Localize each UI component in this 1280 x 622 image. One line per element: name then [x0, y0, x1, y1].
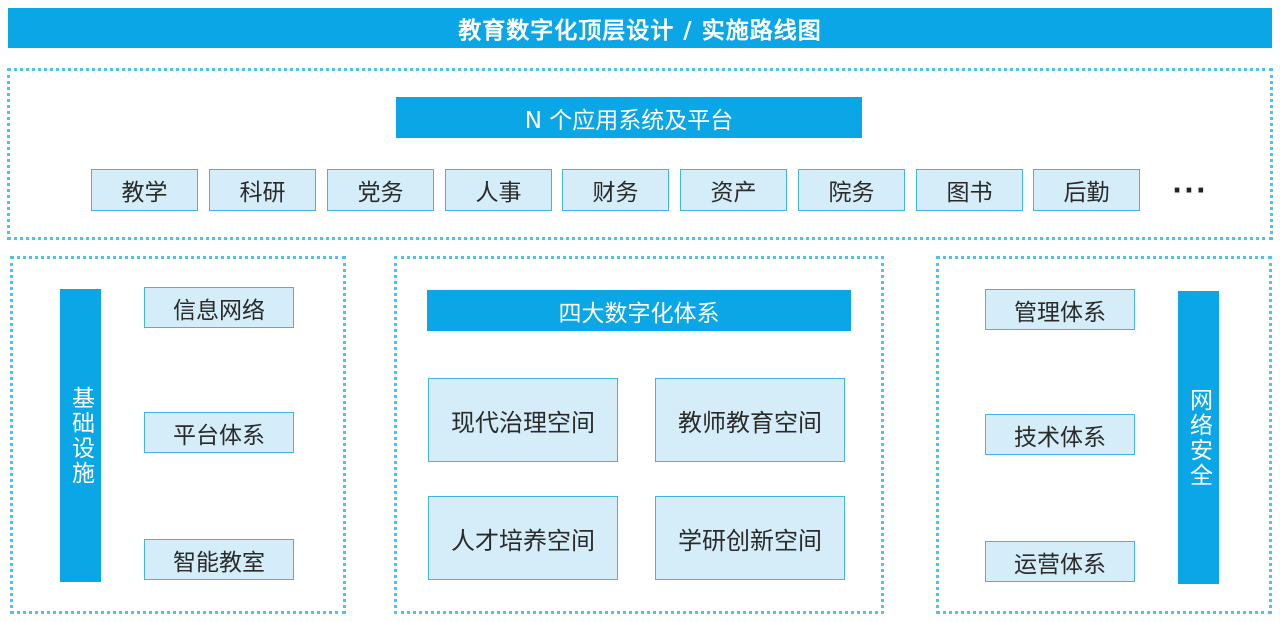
page-title: 教育数字化顶层设计 / 实施路线图 [8, 8, 1272, 48]
app-item-teaching: 教学 [91, 169, 198, 211]
network-security-label-bar: 网络安全 [1178, 291, 1219, 584]
infrastructure-label-bar: 基础设施 [60, 289, 101, 582]
app-item-finance: 财务 [562, 169, 669, 211]
app-item-party: 党务 [327, 169, 434, 211]
infrastructure-item-network: 信息网络 [144, 287, 294, 328]
apps-section-title: N 个应用系统及平台 [396, 97, 862, 138]
space-governance: 现代治理空间 [428, 378, 618, 462]
app-item-research: 科研 [209, 169, 316, 211]
app-item-assets: 资产 [680, 169, 787, 211]
infrastructure-label: 基础设施 [67, 385, 94, 486]
space-research-innovation: 学研创新空间 [655, 496, 845, 580]
app-item-library: 图书 [916, 169, 1023, 211]
infrastructure-item-platform: 平台体系 [144, 412, 294, 453]
network-security-section-frame [936, 256, 1272, 614]
security-item-operations: 运营体系 [985, 541, 1135, 582]
network-security-label: 网络安全 [1185, 387, 1212, 488]
digital-systems-section-frame [394, 256, 884, 614]
digital-systems-title: 四大数字化体系 [427, 290, 851, 331]
app-item-college: 院务 [798, 169, 905, 211]
security-item-management: 管理体系 [985, 289, 1135, 330]
infrastructure-item-classroom: 智能教室 [144, 539, 294, 580]
apps-section-frame [7, 68, 1273, 240]
space-talent-cultivation: 人才培养空间 [428, 496, 618, 580]
apps-more-ellipsis: ··· [1172, 176, 1208, 206]
infrastructure-section-frame [10, 256, 346, 614]
app-item-logistics: 后勤 [1033, 169, 1140, 211]
app-item-personnel: 人事 [445, 169, 552, 211]
space-teacher-education: 教师教育空间 [655, 378, 845, 462]
security-item-technology: 技术体系 [985, 414, 1135, 455]
